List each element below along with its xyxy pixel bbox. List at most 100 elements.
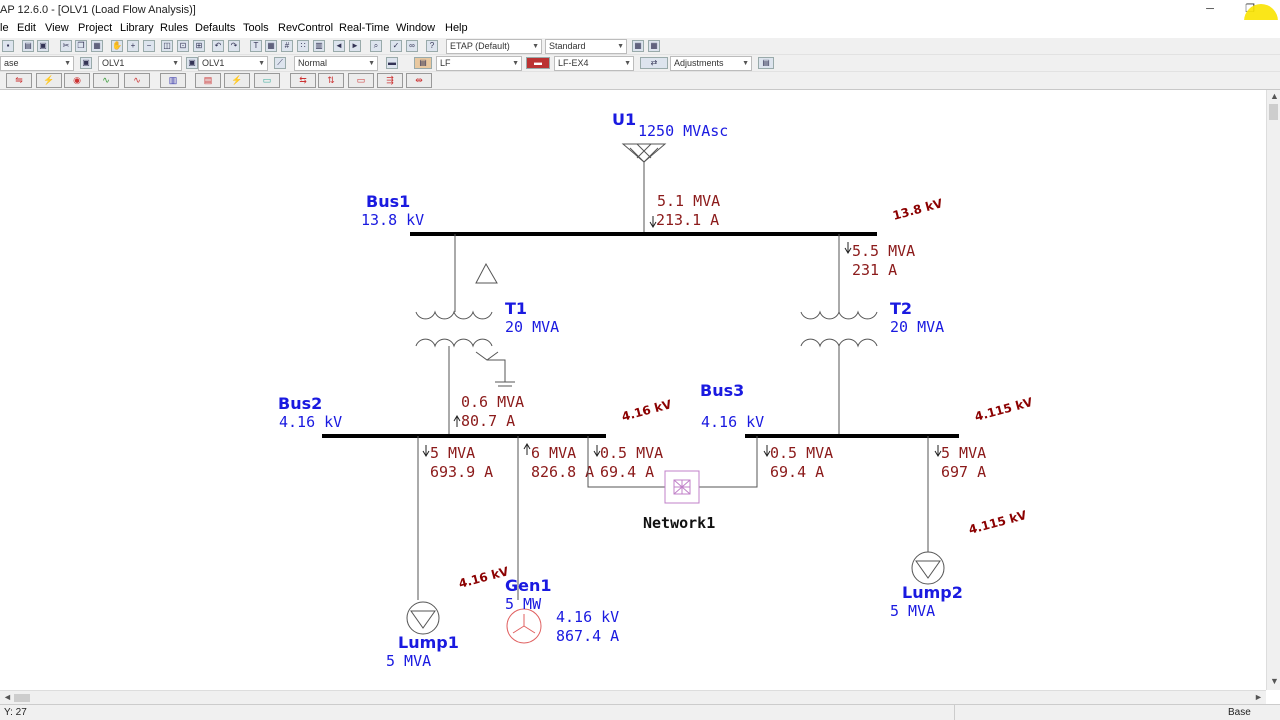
generator-gen1[interactable] xyxy=(506,608,542,644)
menu-revcontrol[interactable]: RevControl xyxy=(278,22,334,34)
presentation-icon[interactable]: ▣ xyxy=(80,57,92,69)
print-preview-icon[interactable]: ▣ xyxy=(37,40,49,52)
style-select[interactable]: Standard▼ xyxy=(545,39,627,54)
vertical-scrollbar[interactable]: ▲ ▼ xyxy=(1266,90,1280,690)
adjustments-icon[interactable]: ⇄ xyxy=(640,57,668,69)
display-results-icon[interactable]: ▥ xyxy=(160,73,186,88)
gen1-kv: 4.16 kV xyxy=(556,608,619,626)
alert-view-icon[interactable]: ◉ xyxy=(64,73,90,88)
t2-rating: 20 MVA xyxy=(890,318,944,336)
waveform-icon[interactable]: ∿ xyxy=(93,73,119,88)
mode-select[interactable]: Normal▼ xyxy=(294,56,378,71)
one-line-diagram-canvas[interactable]: U1 1250 MVAsc 5.1 MVA 213.1 A Bus1 13.8 … xyxy=(0,90,1266,690)
view-icon[interactable]: ▣ xyxy=(186,57,198,69)
grid-icon[interactable]: ▦ xyxy=(265,40,277,52)
lump1-name: Lump1 xyxy=(398,633,459,652)
menu-file[interactable]: le xyxy=(0,22,9,34)
menu-bar: le Edit View Project Library Rules Defau… xyxy=(0,20,1280,38)
copy-icon[interactable]: ❐ xyxy=(75,40,87,52)
scroll-right-icon[interactable]: ► xyxy=(1254,692,1263,702)
menu-tools[interactable]: Tools xyxy=(243,22,269,34)
text-report-icon[interactable]: ▤ xyxy=(195,73,221,88)
optimize-icon[interactable]: ⇶ xyxy=(377,73,403,88)
composite-network-1[interactable] xyxy=(664,470,700,504)
lump-load-2[interactable] xyxy=(911,551,945,585)
t1-name: T1 xyxy=(505,299,527,318)
grid-toggle-icon[interactable]: # xyxy=(281,40,293,52)
horizontal-scrollbar[interactable]: ◄ ► xyxy=(0,690,1266,704)
zoom-extent-icon[interactable]: ⊞ xyxy=(193,40,205,52)
binoculars-icon[interactable]: ∞ xyxy=(406,40,418,52)
redo-icon[interactable]: ↷ xyxy=(228,40,240,52)
menu-defaults[interactable]: Defaults xyxy=(195,22,236,34)
back-icon[interactable]: ◄ xyxy=(333,40,345,52)
find-icon[interactable]: ⌕ xyxy=(370,40,382,52)
print-icon[interactable]: ▤ xyxy=(22,40,34,52)
display-options-icon[interactable]: ▬ xyxy=(386,57,398,69)
horizontal-scroll-thumb[interactable] xyxy=(14,694,30,702)
study-case-select[interactable]: LF-EX4▼ xyxy=(554,56,634,71)
lump-load-1[interactable] xyxy=(406,601,440,635)
lump2-operating-kv: 4.115 kV xyxy=(967,508,1029,537)
menu-library[interactable]: Library xyxy=(120,22,154,34)
paste-icon[interactable]: ▦ xyxy=(91,40,103,52)
theme-edit-icon[interactable]: ▦ xyxy=(648,40,660,52)
check-icon[interactable]: ✓ xyxy=(390,40,402,52)
config-select[interactable]: ETAP (Default)▼ xyxy=(446,39,542,54)
gen1-flow-arrow-icon xyxy=(523,443,531,455)
theme-icon[interactable]: ▦ xyxy=(632,40,644,52)
zoom-in-icon[interactable]: + xyxy=(127,40,139,52)
zoom-fit-icon[interactable]: ⊡ xyxy=(177,40,189,52)
update-cable-icon[interactable]: ⚡ xyxy=(36,73,62,88)
network1-name: Network1 xyxy=(643,514,715,532)
transformer-t2[interactable] xyxy=(800,310,878,348)
undo-icon[interactable]: ↶ xyxy=(212,40,224,52)
menu-window[interactable]: Window xyxy=(396,22,436,34)
compare-icon[interactable]: ⇆ xyxy=(290,73,316,88)
bus3-operating-kv: 4.115 kV xyxy=(973,395,1035,424)
layout-icon[interactable]: ▥ xyxy=(313,40,325,52)
save-icon[interactable]: ▪ xyxy=(2,40,14,52)
lump1-flow-arrow-icon xyxy=(422,445,430,457)
pan-icon[interactable]: ✋ xyxy=(111,40,123,52)
study-mode-select[interactable]: LF▼ xyxy=(436,56,522,71)
scroll-left-icon[interactable]: ◄ xyxy=(3,692,12,702)
switching-icon[interactable]: ⇅ xyxy=(318,73,344,88)
study-case-icon[interactable]: ▤ xyxy=(414,57,432,69)
cut-icon[interactable]: ✂ xyxy=(60,40,72,52)
adjustments-select[interactable]: Adjustments▼ xyxy=(670,56,752,71)
menu-help[interactable]: Help xyxy=(445,22,468,34)
report-icon[interactable]: ∿ xyxy=(124,73,150,88)
presentation-select[interactable]: OLV1▼ xyxy=(98,56,182,71)
scroll-down-icon[interactable]: ▼ xyxy=(1270,676,1279,686)
status-divider xyxy=(954,705,955,720)
lightning-icon[interactable]: ⚡ xyxy=(224,73,250,88)
zoom-out-icon[interactable]: − xyxy=(143,40,155,52)
halt-icon[interactable]: ⇹ xyxy=(406,73,432,88)
base-revision-select[interactable]: ase▼ xyxy=(0,56,74,71)
menu-edit[interactable]: Edit xyxy=(17,22,36,34)
alarm-icon[interactable]: ▭ xyxy=(254,73,280,88)
utility-u1[interactable] xyxy=(621,143,667,233)
menu-realtime[interactable]: Real-Time xyxy=(339,22,390,34)
output-report-icon[interactable]: ▬ xyxy=(526,57,550,69)
menu-project[interactable]: Project xyxy=(78,22,113,34)
help-icon[interactable]: ? xyxy=(426,40,438,52)
text-box-icon[interactable]: T xyxy=(250,40,262,52)
view-select[interactable]: OLV1▼ xyxy=(198,56,268,71)
vertical-scroll-thumb[interactable] xyxy=(1269,104,1278,120)
zoom-window-icon[interactable]: ◫ xyxy=(161,40,173,52)
view-results-icon[interactable]: ▭ xyxy=(348,73,374,88)
menu-view[interactable]: View xyxy=(45,22,69,34)
u1-name: U1 xyxy=(612,110,636,129)
continuity-icon[interactable]: ∷ xyxy=(297,40,309,52)
minimize-button[interactable]: ─ xyxy=(1206,3,1214,15)
mode-icon[interactable]: ⟋ xyxy=(274,57,286,69)
scroll-up-icon[interactable]: ▲ xyxy=(1270,91,1279,101)
status-mode: Base xyxy=(1228,707,1251,718)
menu-rules[interactable]: Rules xyxy=(160,22,189,34)
report-manager-icon[interactable]: ▤ xyxy=(758,57,774,69)
run-load-flow-icon[interactable]: ⇋ xyxy=(6,73,32,88)
transformer-t1[interactable] xyxy=(415,310,493,348)
forward-icon[interactable]: ► xyxy=(349,40,361,52)
